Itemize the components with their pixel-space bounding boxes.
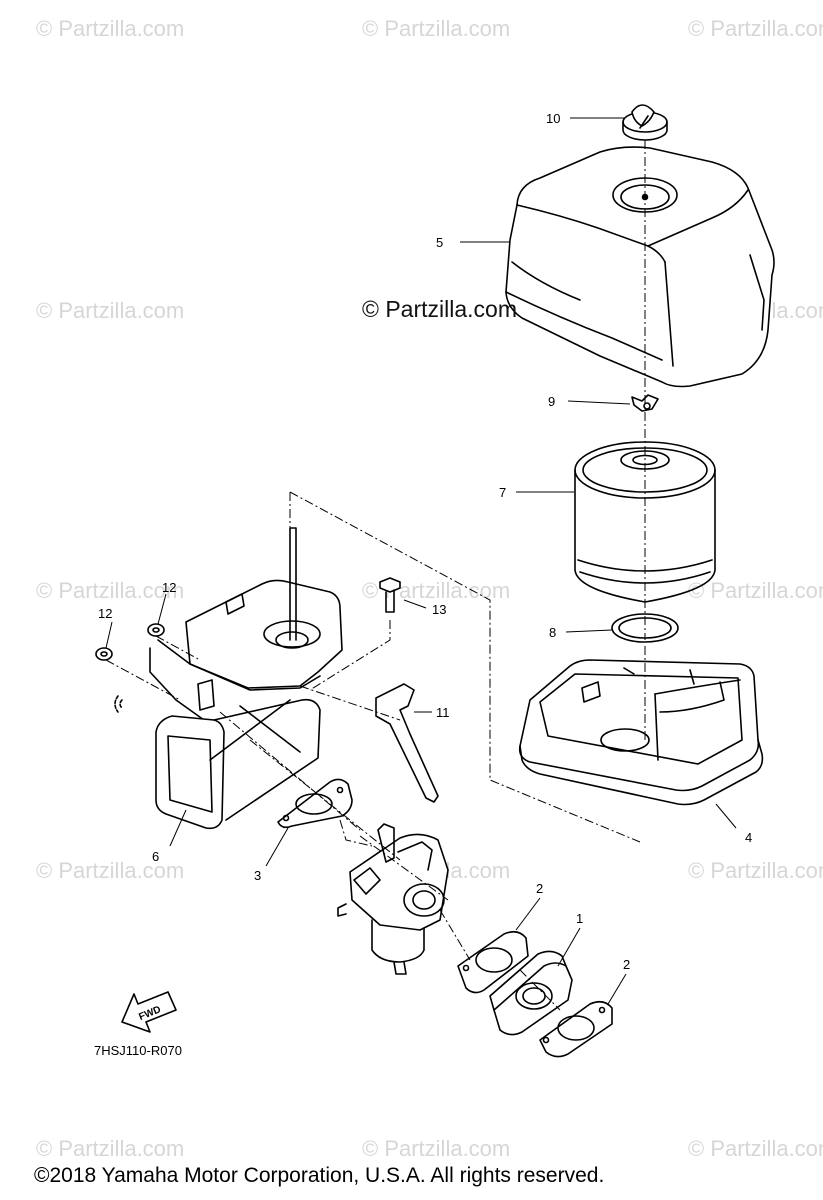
watermark: © Partzilla.com [36, 858, 185, 883]
watermark: © Partzilla.com [688, 578, 823, 603]
part-3-gasket [277, 778, 353, 829]
part-5-cover [505, 146, 775, 388]
callout-2: 2 [536, 881, 543, 896]
fwd-arrow-icon [121, 991, 177, 1033]
part-11-bracket [375, 683, 439, 803]
part-2-gasket [539, 1000, 613, 1058]
part-13-bolt [379, 577, 401, 613]
assembly-lines [105, 140, 646, 1011]
callout-6: 6 [152, 849, 159, 864]
callout-12: 12 [98, 606, 112, 621]
watermark: © Partzilla.com [36, 578, 185, 603]
watermark: © Partzilla.com [362, 1136, 511, 1161]
watermark: © Partzilla.com [36, 298, 185, 323]
watermark: © Partzilla.com [36, 1136, 185, 1161]
callout-5: 5 [436, 235, 443, 250]
stud [289, 527, 297, 641]
watermark: © Partzilla.com [688, 16, 823, 41]
watermark: © Partzilla.com [688, 858, 823, 883]
part-4-case [518, 659, 764, 806]
leader-lines [105, 117, 737, 1005]
callout-2: 2 [623, 957, 630, 972]
callout-labels: 10 5 9 7 8 12 12 13 11 6 3 4 2 1 2 [98, 111, 752, 972]
callout-9: 9 [548, 394, 555, 409]
carburetor [337, 823, 449, 975]
watermark: © Partzilla.com [688, 1136, 823, 1161]
callout-11: 11 [436, 705, 450, 720]
watermark: © Partzilla.com [36, 16, 185, 41]
callout-12: 12 [162, 580, 176, 595]
part-6-base [149, 579, 343, 830]
part-1-insulator [489, 950, 573, 1036]
center-watermark: © Partzilla.com [362, 296, 517, 322]
callout-7: 7 [499, 485, 506, 500]
part-2-gasket [457, 930, 529, 994]
callout-3: 3 [254, 868, 261, 883]
callout-10: 10 [546, 111, 560, 126]
copyright-notice: ©2018 Yamaha Motor Corporation, U.S.A. A… [34, 1164, 605, 1187]
callout-13: 13 [432, 602, 446, 617]
watermark: © Partzilla.com [362, 16, 511, 41]
callout-1: 1 [576, 911, 583, 926]
part-12-grommet [95, 623, 165, 661]
callout-8: 8 [549, 625, 556, 640]
callout-4: 4 [745, 830, 752, 845]
diagram-code: 7HSJ110-R070 [94, 1043, 182, 1058]
part-10-knob [622, 104, 668, 141]
